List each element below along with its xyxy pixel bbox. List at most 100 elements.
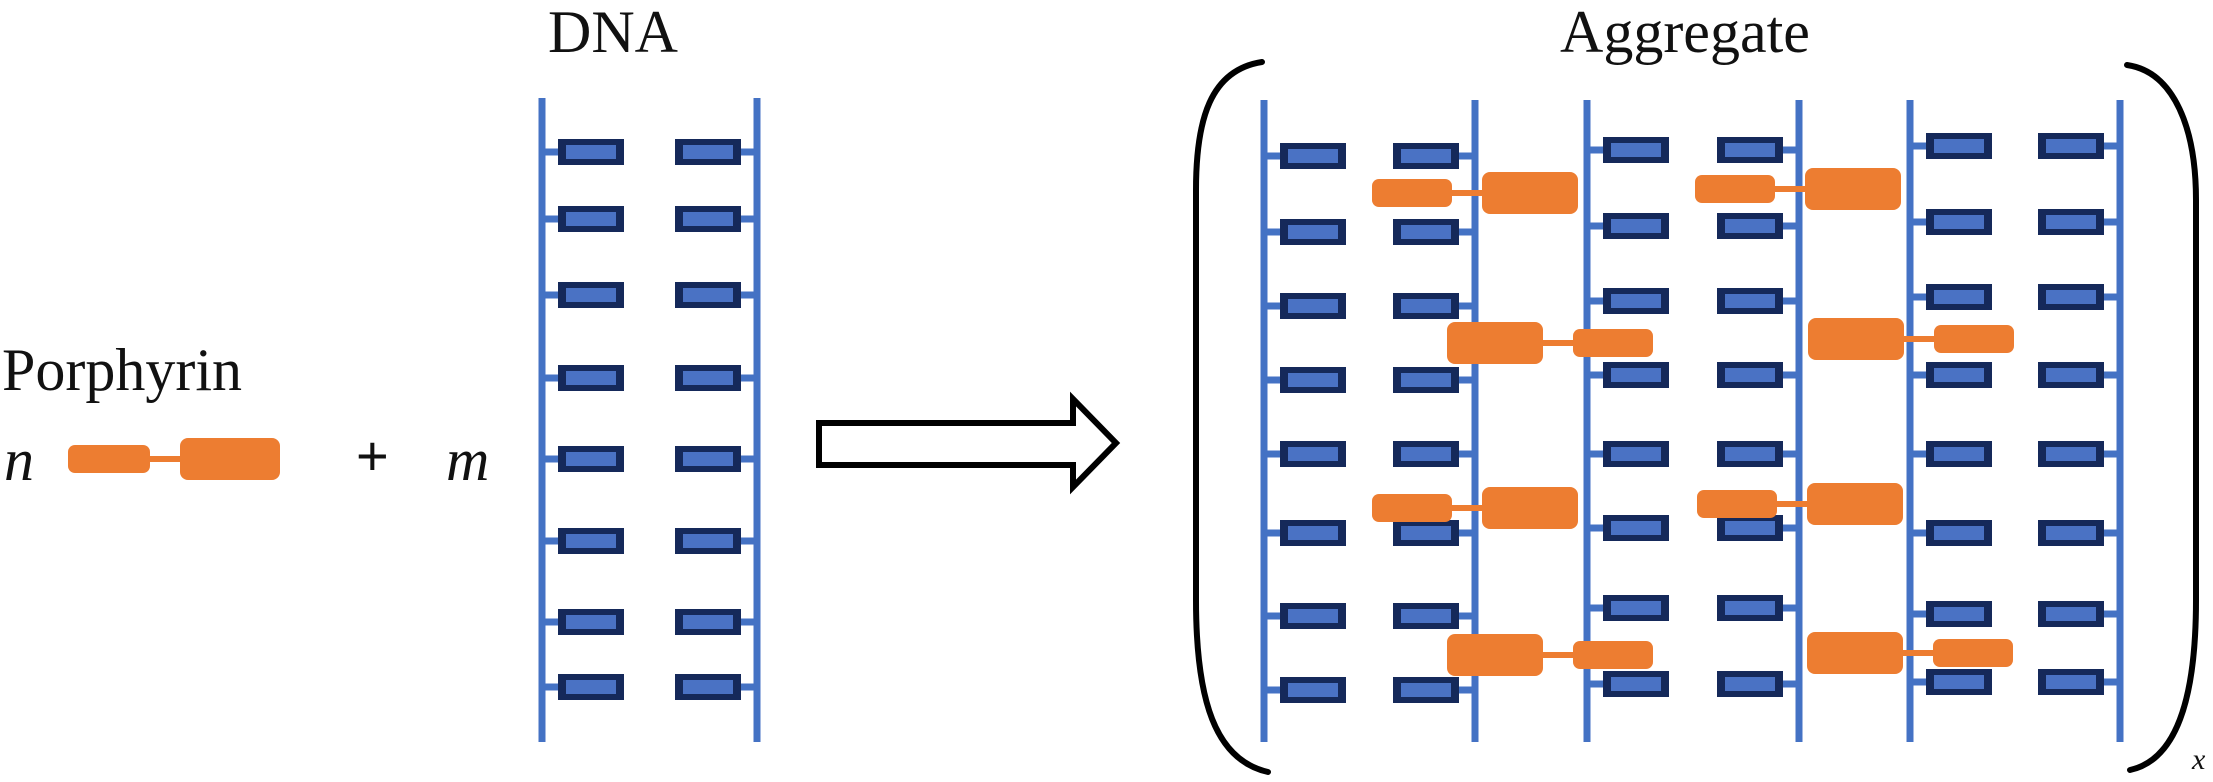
aggregate-porphyrin-g1-4-small-block [1573,641,1653,669]
aggregate-strand-1-base-right-inner [1401,299,1451,313]
aggregate-porphyrin-g2-2-linker [1902,336,1936,342]
dna-coefficient: m [446,427,490,493]
aggregate-porphyrin-g1-4-linker [1541,652,1575,658]
aggregate-strand-3-base-right-inner [2046,290,2096,304]
aggregate-porphyrin-g1-1-large-block [1482,172,1578,214]
free-porphyrin-linker [148,456,182,462]
aggregate-strand-2-base-right-inner [1725,294,1775,308]
aggregate-strand-1-base-right-inner [1401,447,1451,461]
aggregate-strand-2-base-left-inner [1611,601,1661,615]
aggregate-strand-1-base-right-inner [1401,526,1451,540]
aggregate-porphyrin-g1-4-large-block [1447,634,1543,676]
aggregate-porphyrin-g1-2-small-block [1573,329,1653,357]
aggregate-strand-1-base-left-inner [1288,447,1338,461]
aggregate-strand-2-base-left-inner [1611,368,1661,382]
aggregate-porphyrin-g2-4-small-block [1933,639,2013,667]
free-porphyrin-small-block [68,445,150,473]
aggregate-strand-1-base-left-inner [1288,225,1338,239]
aggregate-porphyrin-g2-4-large-block [1807,632,1903,674]
aggregate-porphyrin-g2-3-small-block [1697,490,1777,518]
aggregate-strand-3-base-left-inner [1934,368,1984,382]
aggregate-strand-1-base-left-inner [1288,526,1338,540]
aggregate-porphyrin-g2-4-linker [1901,650,1935,656]
aggregate-strand-3-base-left-inner [1934,526,1984,540]
aggregate-porphyrin-g1-3-small-block [1372,494,1452,522]
aggregate-strand-3-base-right-inner [2046,526,2096,540]
aggregate-porphyrin-g1-3-large-block [1482,487,1578,529]
aggregate-strand-2-base-left-inner [1611,143,1661,157]
aggregate-porphyrin-g2-1-linker [1773,186,1807,192]
aggregate-strand-1-base-right-inner [1401,609,1451,623]
bracket-right [2124,62,2199,773]
aggregate-porphyrin-g2-2-large-block [1808,318,1904,360]
aggregate-strand-3-base-right-inner [2046,675,2096,689]
bracket-left [1193,59,1271,775]
aggregate-strand-1-base-right-inner [1401,225,1451,239]
aggregate-subscript: x [2192,743,2206,776]
dna-base-left-inner [566,145,616,159]
aggregate-strand-3-base-left-inner [1934,290,1984,304]
aggregate-strand-1-base-left-inner [1288,683,1338,697]
dna-base-right-inner [683,680,733,694]
aggregate-strand-3-base-right-inner [2046,139,2096,153]
dna-base-left-inner [566,371,616,385]
dna-base-left-inner [566,452,616,466]
aggregate-strand-3-base-left-inner [1934,607,1984,621]
aggregate-strand-2-base-left-inner [1611,219,1661,233]
aggregate-strand-2-base-left-inner [1611,677,1661,691]
dna-base-right-inner [683,288,733,302]
aggregate-strand-1-base-left-inner [1288,149,1338,163]
aggregate-strand-3-base-right-inner [2046,447,2096,461]
aggregate-strand-2-base-right-inner [1725,368,1775,382]
aggregate-strand-3-base-left-inner [1934,139,1984,153]
dna-base-right-inner [683,371,733,385]
aggregate-strand-2-base-right-inner [1725,677,1775,691]
aggregate-strand-3-base-right-inner [2046,215,2096,229]
aggregate-strand-2-base-right-inner [1725,219,1775,233]
plus-sign: + [356,424,389,487]
aggregate-porphyrin-g1-2-linker [1541,340,1575,346]
aggregate-strand-2-base-right-inner [1725,447,1775,461]
dna-base-left-inner [566,534,616,548]
dna-base-left-inner [566,615,616,629]
aggregate-strand-1-base-left-inner [1288,299,1338,313]
aggregate-porphyrin-g2-1-large-block [1805,168,1901,210]
aggregate-strand-1-base-left-inner [1288,609,1338,623]
aggregate-porphyrin-g1-1-linker [1450,190,1484,196]
dna-base-right-inner [683,615,733,629]
aggregate-porphyrin-g2-2-small-block [1934,325,2014,353]
reaction-arrow [816,391,1121,495]
porphyrin-coefficient: n [4,427,34,493]
aggregate-strand-2-base-right-inner [1725,601,1775,615]
free-porphyrin-large-block [180,438,280,480]
aggregate-porphyrin-g1-1-small-block [1372,179,1452,207]
dna-base-right-inner [683,534,733,548]
dna-base-left-inner [566,680,616,694]
aggregate-strand-2-base-left-inner [1611,447,1661,461]
dna-base-left-inner [566,288,616,302]
dna-base-right-inner [683,212,733,226]
aggregate-strand-1-base-right-inner [1401,373,1451,387]
aggregate-strand-3-base-left-inner [1934,675,1984,689]
dna-base-left-inner [566,212,616,226]
aggregate-porphyrin-g2-3-large-block [1807,483,1903,525]
aggregate-strand-2-base-right-inner [1725,143,1775,157]
aggregate-strand-2-base-right-inner [1725,521,1775,535]
aggregate-porphyrin-g2-1-small-block [1695,175,1775,203]
aggregate-strand-2-base-left-inner [1611,294,1661,308]
dna-title: DNA [548,0,678,65]
aggregate-porphyrin-g1-3-linker [1450,505,1484,511]
aggregate-strand-2-base-left-inner [1611,521,1661,535]
aggregate-title: Aggregate [1560,0,1810,65]
dna-base-right-inner [683,145,733,159]
dna-base-right-inner [683,452,733,466]
aggregate-strand-3-base-right-inner [2046,607,2096,621]
porphyrin-label: Porphyrin [2,337,242,403]
aggregate-strand-1-base-left-inner [1288,373,1338,387]
aggregate-strand-3-base-left-inner [1934,447,1984,461]
aggregate-porphyrin-g1-2-large-block [1447,322,1543,364]
aggregate-strand-3-base-right-inner [2046,368,2096,382]
aggregate-strand-1-base-right-inner [1401,149,1451,163]
aggregate-porphyrin-g2-3-linker [1775,501,1809,507]
